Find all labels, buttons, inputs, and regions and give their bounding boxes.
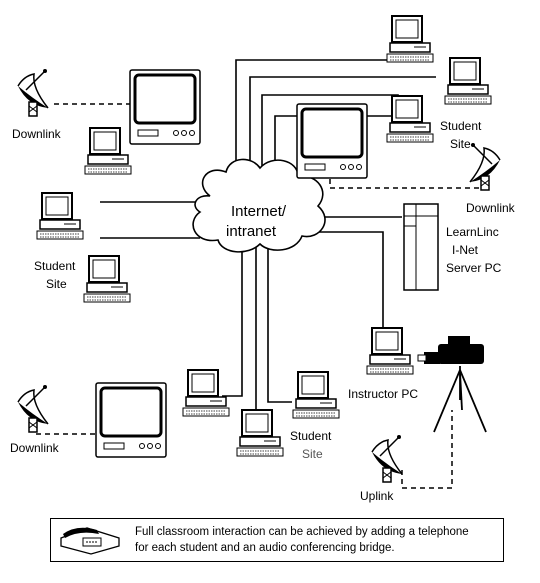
student-site-label: Site	[46, 277, 67, 291]
server-label: Server PC	[446, 261, 502, 275]
server-label: LearnLinc	[446, 225, 499, 239]
student-site-label: Student	[34, 259, 76, 273]
student-site-label: Student	[290, 429, 332, 443]
cloud-icon	[192, 158, 326, 253]
caption-box: Full classroom interaction can be achiev…	[50, 518, 504, 562]
caption-line: for each student and an audio conferenci…	[135, 542, 395, 554]
downlink-label: Downlink	[466, 201, 516, 215]
tv-monitor-icon	[128, 68, 202, 146]
satellite-dish-icon	[17, 384, 49, 433]
video-camera-icon	[417, 336, 484, 364]
uplink-label: Uplink	[360, 489, 394, 503]
cloud-label-line2: intranet	[226, 223, 277, 240]
student-site-label: Student	[440, 119, 482, 133]
computer-icon	[292, 371, 340, 419]
cloud-label-line1: Internet/	[231, 203, 287, 220]
telephone-icon	[60, 527, 120, 555]
student-site-label: Site	[302, 447, 323, 461]
computer-icon	[83, 255, 131, 303]
tv-monitor-icon	[295, 102, 369, 180]
satellite-dish-icon	[17, 68, 49, 117]
satellite-dish-icon	[469, 142, 501, 191]
computer-icon	[236, 409, 284, 457]
satellite-dish-icon	[371, 434, 403, 483]
caption-line: Full classroom interaction can be achiev…	[135, 526, 469, 538]
server-label: I-Net	[452, 243, 479, 257]
downlink-label: Downlink	[10, 441, 60, 455]
downlink-label: Downlink	[12, 127, 62, 141]
computer-icon	[36, 192, 84, 240]
student-site-label: Site	[450, 137, 471, 151]
computer-icon	[444, 57, 492, 105]
caption-text: Full classroom interaction can be achiev…	[135, 524, 495, 556]
computer-icon	[84, 127, 132, 175]
computer-icon	[182, 369, 230, 417]
computer-icon	[366, 327, 414, 375]
dashed-links	[36, 103, 490, 489]
instructor-pc-label: Instructor PC	[348, 387, 418, 401]
tripod-icon	[433, 366, 487, 433]
computer-icon	[386, 15, 434, 63]
computer-icon	[386, 95, 434, 143]
server-tower-icon	[403, 203, 439, 291]
tv-monitor-icon	[94, 381, 168, 459]
